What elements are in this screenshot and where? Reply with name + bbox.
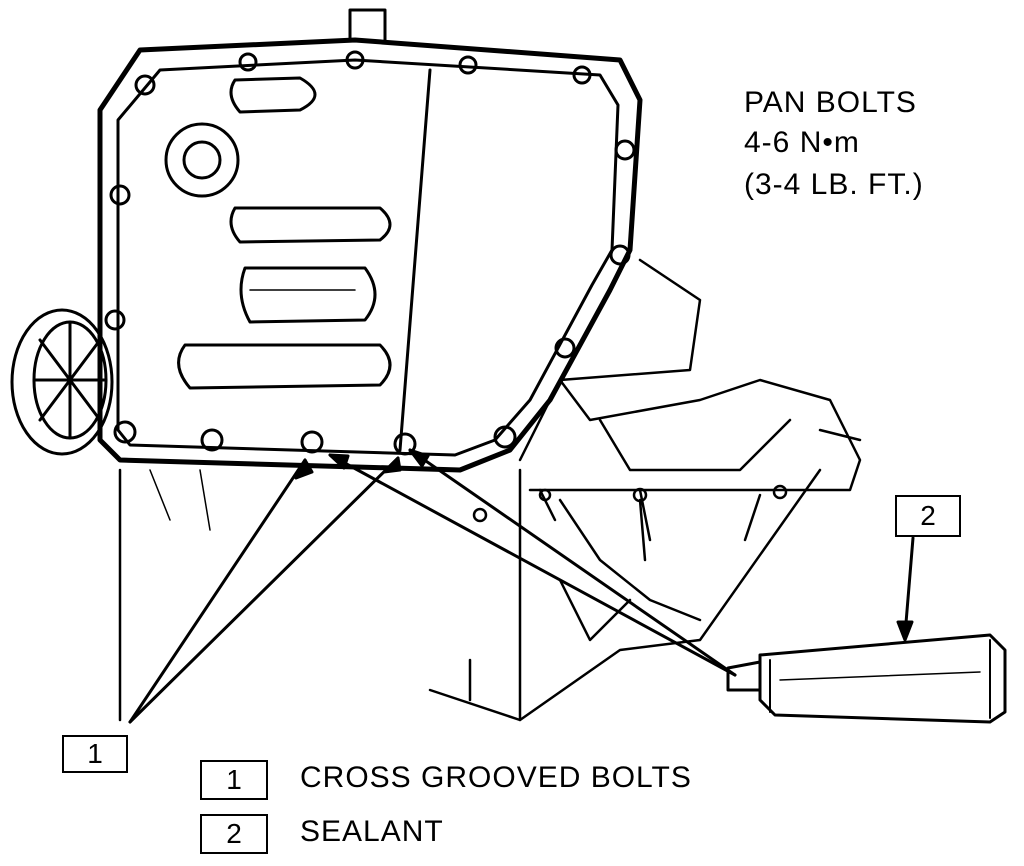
crank-pulley xyxy=(10,308,114,456)
pan-bolts xyxy=(104,50,636,456)
callout-2-leader xyxy=(903,536,915,637)
arrowhead xyxy=(328,453,350,470)
sealant-tube-icon xyxy=(726,633,1007,724)
sealant-leaders xyxy=(328,448,737,677)
arrowhead xyxy=(408,448,430,468)
oil-pan-body xyxy=(97,8,643,473)
arrowhead xyxy=(896,620,914,642)
spec-torque-imperial: (3-4 LB. FT.) xyxy=(744,168,924,201)
legend-number-2: 2 xyxy=(200,814,268,854)
legend-text-cross-grooved-bolts: CROSS GROOVED BOLTS xyxy=(300,761,692,794)
callout-1-leaders xyxy=(128,456,400,724)
callout-2-box: 2 xyxy=(895,495,961,537)
arrowhead xyxy=(382,456,402,474)
callout-1-box: 1 xyxy=(62,735,128,773)
arrowhead xyxy=(294,458,314,480)
spec-title: PAN BOLTS xyxy=(744,86,917,119)
engine-block-outline xyxy=(118,258,862,722)
legend-number-1: 1 xyxy=(200,760,268,800)
spec-torque-metric: 4-6 N•m xyxy=(744,126,860,159)
legend-text-sealant: SEALANT xyxy=(300,815,444,848)
